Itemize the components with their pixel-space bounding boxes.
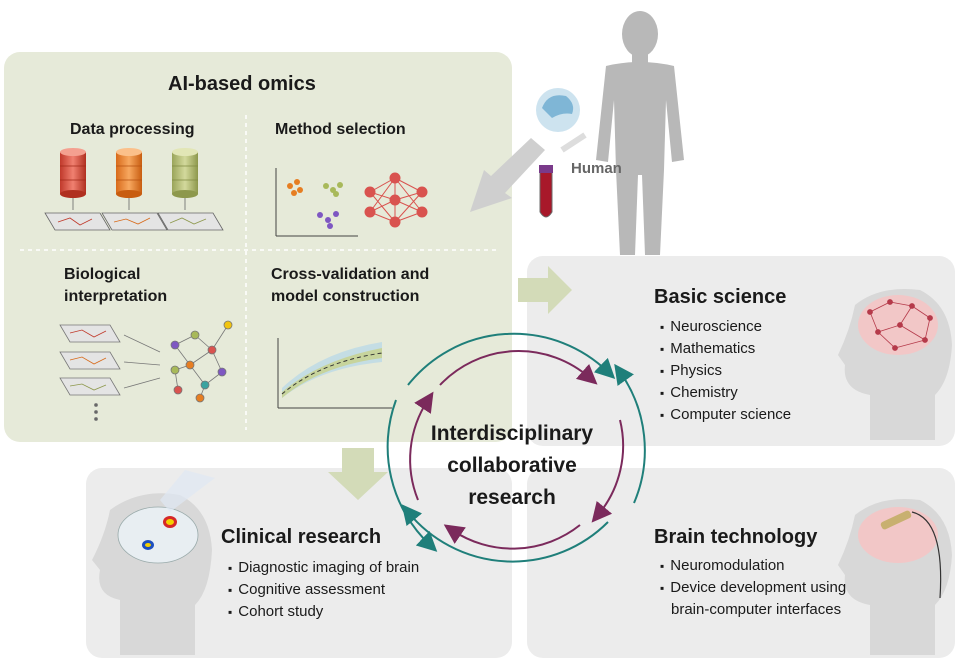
list-item: Neuromodulation	[660, 555, 846, 577]
brain-technology-list: Neuromodulation Device development using…	[660, 555, 846, 621]
brain-technology-title: Brain technology	[654, 526, 818, 548]
outer-cycle-arrow-top	[407, 332, 616, 386]
outer-cycle-arrow-bottom	[401, 504, 609, 563]
list-item: Cognitive assessment	[228, 579, 419, 601]
cross-validation-label-line1: Cross-validation and	[271, 266, 430, 283]
basic-science-head-icon	[838, 289, 952, 440]
database-cylinder-orange	[116, 148, 142, 198]
outer-cycle-arrow-right	[614, 363, 646, 504]
data-planes	[44, 198, 224, 231]
list-item: Computer science	[660, 404, 791, 426]
human-label: Human	[571, 160, 622, 177]
list-item: Neuroscience	[660, 316, 791, 338]
data-processing-label: Data processing	[70, 121, 195, 138]
database-cylinder-olive	[172, 148, 198, 198]
outer-cycle-arrow-left	[386, 399, 438, 552]
ai-omics-title: AI-based omics	[168, 73, 316, 95]
list-item: Diagnostic imaging of brain	[228, 557, 419, 579]
biological-interpretation-label-line1: Biological	[64, 266, 141, 283]
center-title: Interdisciplinary collaborative research	[420, 418, 604, 514]
center-title-line1: Interdisciplinary	[430, 422, 594, 445]
clinical-research-head-icon	[92, 470, 215, 655]
clinical-research-list: Diagnostic imaging of brain Cognitive as…	[228, 557, 419, 623]
list-item: Mathematics	[660, 338, 791, 360]
arrow-human-to-omics	[470, 138, 545, 212]
center-title-line3: research	[468, 486, 556, 509]
blood-tube-cap	[539, 165, 553, 173]
inner-cycle-arrow-bottom	[443, 524, 581, 550]
arrow-omics-to-basic	[518, 266, 572, 314]
method-selection-plot	[275, 168, 358, 237]
arrow-omics-to-clinical	[328, 448, 388, 500]
neural-network-icon	[364, 172, 428, 228]
electrode-icon	[880, 510, 912, 530]
inner-cycle-arrow-left	[409, 391, 434, 501]
list-item: brain-computer interfaces	[671, 601, 842, 618]
biological-interpretation-label-line2: interpretation	[64, 288, 168, 305]
center-title-line2: collaborative	[447, 454, 577, 477]
brain-technology-head-icon	[838, 499, 952, 655]
clinical-research-title: Clinical research	[221, 526, 382, 548]
basic-science-list: Neuroscience Mathematics Physics Chemist…	[660, 316, 791, 426]
blood-tube-icon	[539, 171, 553, 218]
biological-network-graphic	[59, 320, 233, 421]
list-item: Physics	[660, 360, 791, 382]
method-selection-label: Method selection	[275, 121, 406, 138]
list-item: Cohort study	[228, 601, 419, 623]
head-brain-icon	[536, 88, 580, 132]
cross-validation-plot	[277, 338, 392, 409]
list-item: Device development using	[660, 577, 846, 599]
inner-cycle-arrow-top	[439, 350, 598, 386]
cross-validation-label-line2: model construction	[271, 288, 420, 305]
database-cylinder-red	[60, 148, 86, 198]
basic-science-title: Basic science	[654, 286, 787, 308]
human-silhouette-icon	[596, 11, 684, 255]
list-item: Chemistry	[660, 382, 791, 404]
ai-omics-panel	[4, 52, 512, 442]
inner-cycle-arrow-right	[591, 419, 625, 523]
